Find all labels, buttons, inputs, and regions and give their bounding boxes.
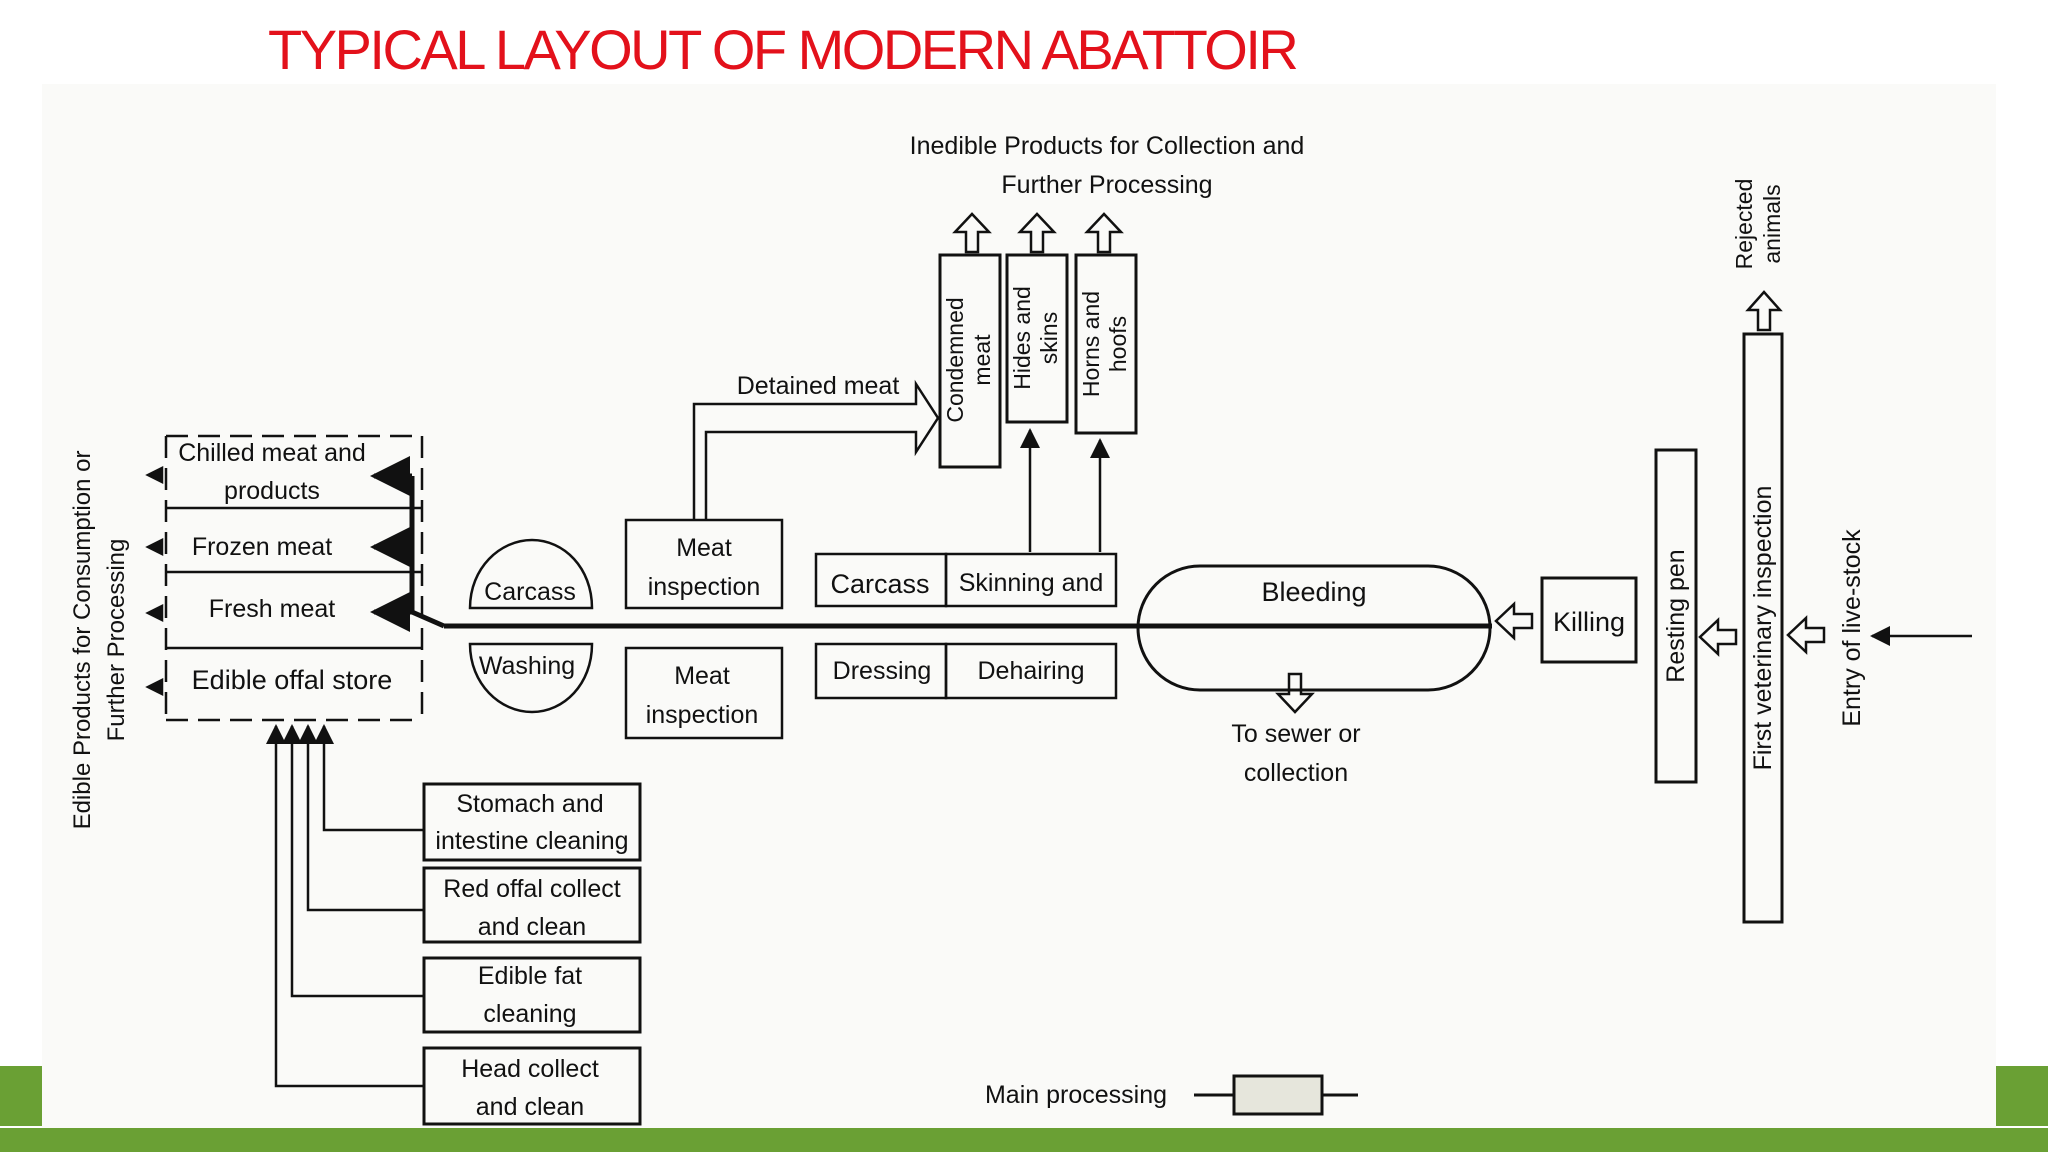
box-condemned-meat <box>938 253 1002 469</box>
label-head-1: Head collect <box>461 1055 599 1083</box>
marker-fresh <box>145 603 164 623</box>
label-meat-insp-top-2: inspection <box>648 573 761 601</box>
label-horns-1: Horns and <box>1078 291 1104 397</box>
label-killing: Killing <box>1553 607 1625 637</box>
label-rejected-1: Rejected <box>1731 179 1757 270</box>
label-carcass-washing-bottom: Washing <box>479 652 575 680</box>
label-sewer-1: To sewer or <box>1231 720 1360 748</box>
carcass-washing-bottom-half <box>468 642 594 714</box>
hollow-down-arrow-sewer <box>1275 672 1315 714</box>
label-entry-livestock: Entry of live-stock <box>1838 529 1866 727</box>
label-frozen: Frozen meat <box>192 533 332 561</box>
label-chilled-2: products <box>224 477 320 505</box>
accent-bar-bottom <box>0 1128 2048 1152</box>
label-hides-1: Hides and <box>1009 286 1035 390</box>
label-stomach-1: Stomach and <box>456 790 603 818</box>
box-red-offal <box>422 866 642 944</box>
label-first-vet-inspection: First veterinary inspection <box>1749 486 1777 771</box>
label-condemned-1: Condemned <box>942 297 968 422</box>
label-edible-fat-1: Edible fat <box>478 962 582 990</box>
oval-bleeding <box>1136 564 1492 692</box>
box-skinning <box>944 552 1118 608</box>
label-skinning: Skinning and <box>959 569 1104 597</box>
detained-meat-arrow <box>692 379 940 520</box>
hollow-up-arrow-horns <box>1084 212 1124 254</box>
label-condemned-2: meat <box>969 334 995 386</box>
feed-red-offal <box>298 724 424 912</box>
store-bracket <box>164 434 424 722</box>
label-resting-pen: Resting pen <box>1662 549 1690 682</box>
store-feed <box>410 609 446 629</box>
box-resting-pen <box>1654 448 1698 784</box>
accent-bar-right <box>1996 1066 2048 1126</box>
carcass-washing-top-half <box>468 538 594 610</box>
accent-bar-left <box>0 1066 42 1126</box>
feed-head <box>266 724 424 1088</box>
label-offal-store: Edible offal store <box>192 665 393 695</box>
label-horns-2: hoofs <box>1105 316 1131 372</box>
box-stomach-intestine <box>422 782 642 862</box>
legend-box <box>1232 1074 1324 1116</box>
inedible-heading-line2: Further Processing <box>1001 171 1212 199</box>
box-first-vet-inspection <box>1742 332 1784 924</box>
hollow-up-arrow-rejected <box>1745 290 1783 332</box>
label-dehairing: Dehairing <box>977 657 1084 685</box>
inedible-heading-line1: Inedible Products for Collection and <box>910 132 1305 160</box>
label-edible-products-1: Edible Products for Consumption or <box>69 451 96 830</box>
label-red-offal-1: Red offal collect <box>443 875 620 903</box>
label-carcass-washing-top: Carcass <box>484 578 576 606</box>
label-edible-products-2: Further Processing <box>103 539 130 742</box>
label-meat-insp-bot-1: Meat <box>674 662 730 690</box>
hollow-left-arrow-to-resting <box>1698 617 1738 657</box>
label-fresh: Fresh meat <box>209 595 335 623</box>
hollow-left-arrow-entry <box>1786 615 1826 655</box>
marker-chilled <box>145 465 164 485</box>
label-red-offal-2: and clean <box>478 913 586 941</box>
marker-offal <box>145 677 164 697</box>
label-head-2: and clean <box>476 1093 584 1121</box>
feed-stomach <box>314 724 424 832</box>
label-detained-meat: Detained meat <box>737 372 900 400</box>
hollow-up-arrow-condemned <box>952 212 992 254</box>
legend-label: Main processing <box>985 1081 1167 1109</box>
hollow-left-arrow-killing-bleeding <box>1494 601 1534 641</box>
label-sewer-2: collection <box>1244 759 1348 787</box>
feed-edible-fat <box>282 724 424 998</box>
box-horns-hoofs <box>1074 253 1138 435</box>
label-bleeding: Bleeding <box>1261 577 1366 607</box>
label-meat-insp-top-1: Meat <box>676 534 732 562</box>
label-meat-insp-bot-2: inspection <box>646 701 759 729</box>
marker-frozen <box>145 537 164 557</box>
label-chilled-1: Chilled meat and <box>178 439 366 467</box>
label-carcass: Carcass <box>830 569 929 599</box>
label-dressing: Dressing <box>833 657 932 685</box>
box-killing <box>1540 576 1638 664</box>
label-stomach-2: intestine cleaning <box>435 827 628 855</box>
hollow-up-arrow-hides <box>1017 212 1057 254</box>
box-meat-inspection-top <box>624 518 784 610</box>
label-edible-fat-2: cleaning <box>483 1000 576 1028</box>
label-hides-2: skins <box>1036 312 1062 364</box>
box-hides-skins <box>1005 253 1069 424</box>
box-meat-inspection-bottom <box>624 646 784 740</box>
slide-title: TYPICAL LAYOUT OF MODERN ABATTOIR <box>268 18 1299 81</box>
label-rejected-2: animals <box>1759 184 1785 263</box>
box-dehairing <box>944 642 1118 700</box>
